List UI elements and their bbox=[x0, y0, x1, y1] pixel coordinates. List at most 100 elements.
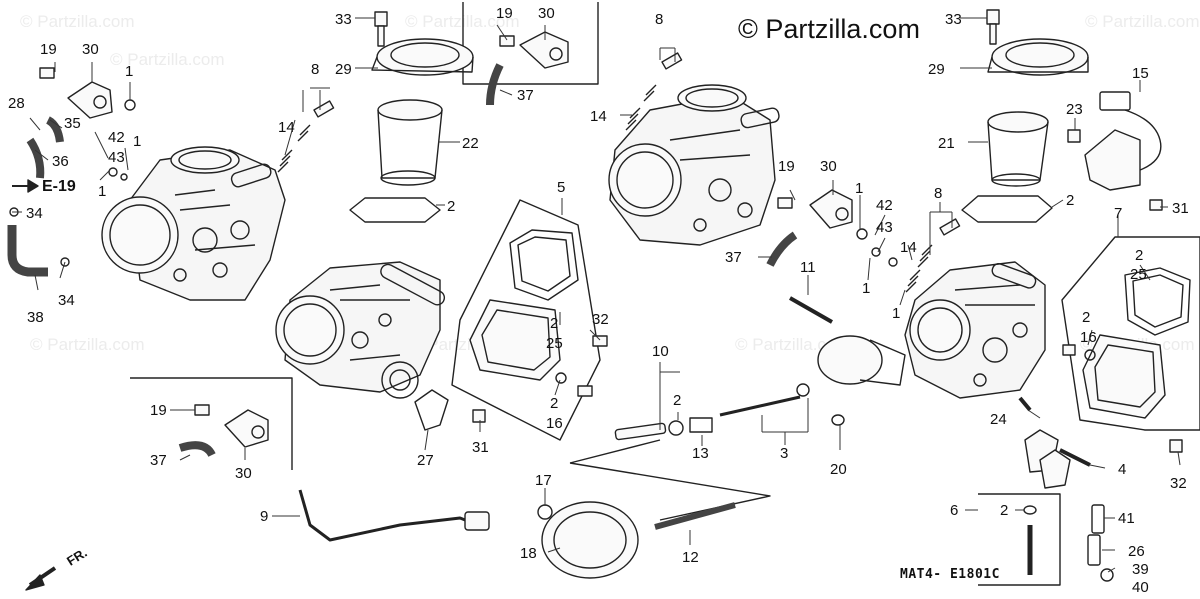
carburetor-center bbox=[275, 261, 446, 399]
float-chamber-right bbox=[1082, 334, 1166, 419]
springs-14 bbox=[277, 84, 933, 293]
front-arrowhead-icon bbox=[25, 574, 45, 591]
callout-37: 37 bbox=[725, 249, 742, 266]
callout-25: 25 bbox=[1130, 266, 1147, 283]
watermark-2: © Partzilla.com bbox=[110, 50, 225, 69]
small-bolts bbox=[39, 9, 1183, 453]
hose-35 bbox=[45, 116, 64, 143]
callout-34: 34 bbox=[58, 292, 75, 309]
carburetor-lower-right bbox=[904, 261, 1046, 399]
callout-28: 28 bbox=[8, 95, 25, 112]
callout-1: 1 bbox=[892, 305, 900, 322]
intake-band-29-left bbox=[371, 38, 474, 76]
callout-14: 14 bbox=[278, 119, 295, 136]
callout-15: 15 bbox=[1132, 65, 1149, 82]
spring-13 bbox=[689, 417, 713, 433]
callout-34: 34 bbox=[26, 205, 43, 222]
callout-19: 19 bbox=[150, 402, 167, 419]
callout-4: 4 bbox=[1118, 461, 1126, 478]
callout-39: 39 bbox=[1132, 561, 1149, 578]
callout-10: 10 bbox=[652, 343, 669, 360]
bracket-27 bbox=[414, 389, 449, 431]
callout-2: 2 bbox=[1066, 192, 1074, 209]
callout-14: 14 bbox=[900, 239, 917, 256]
float-chamber-gasket-25-right bbox=[1124, 267, 1191, 336]
callout-27: 27 bbox=[417, 452, 434, 469]
callout-38: 38 bbox=[27, 309, 44, 326]
hose-38 bbox=[7, 225, 48, 277]
callout-41: 41 bbox=[1118, 510, 1135, 527]
throttle-cable-9 bbox=[298, 489, 479, 542]
link-4-b bbox=[1039, 449, 1071, 489]
washer-40 bbox=[1100, 568, 1114, 582]
callout-25: 25 bbox=[546, 335, 563, 352]
jet-needle-3 bbox=[719, 395, 801, 417]
callout-8: 8 bbox=[655, 11, 663, 28]
watermark-3: © Partzilla.com bbox=[405, 12, 520, 31]
callout-2: 2 bbox=[447, 198, 455, 215]
leader-lines bbox=[12, 17, 1181, 573]
callout-36: 36 bbox=[52, 153, 69, 170]
cable-end-9 bbox=[464, 511, 490, 531]
sensor-15 bbox=[1084, 91, 1162, 191]
callout-31: 31 bbox=[1172, 200, 1189, 217]
small-orings bbox=[9, 99, 1096, 384]
funnel-21 bbox=[987, 111, 1049, 187]
callout-18: 18 bbox=[520, 545, 537, 562]
callout-43: 43 bbox=[876, 219, 893, 236]
gasket-2-right bbox=[961, 195, 1053, 223]
callout-19: 19 bbox=[40, 41, 57, 58]
callout-31: 31 bbox=[472, 439, 489, 456]
callout-8: 8 bbox=[311, 61, 319, 78]
intake-band-29-right bbox=[987, 38, 1089, 76]
callout-16: 16 bbox=[1080, 329, 1097, 346]
callout-22: 22 bbox=[462, 135, 479, 152]
callout-23: 23 bbox=[1066, 101, 1083, 118]
callout-1: 1 bbox=[855, 180, 863, 197]
diagram-code: MAT4- E1801C bbox=[900, 567, 1000, 582]
diaphragm-20 bbox=[817, 335, 906, 426]
callout-37: 37 bbox=[517, 87, 534, 104]
callout-1: 1 bbox=[98, 183, 106, 200]
gasket-2-left bbox=[349, 197, 441, 223]
funnel-22 bbox=[377, 99, 443, 186]
callout-42: 42 bbox=[108, 129, 125, 146]
callout-43: 43 bbox=[108, 149, 125, 166]
float-chamber-left bbox=[469, 299, 561, 381]
callout-30: 30 bbox=[235, 465, 252, 482]
solenoid-valve-30-b bbox=[519, 31, 569, 69]
callout-7: 7 bbox=[1114, 205, 1122, 222]
callout-2: 2 bbox=[1135, 247, 1143, 264]
carburetor-upper-left bbox=[101, 146, 286, 301]
watermark-1: © Partzilla.com bbox=[20, 12, 135, 31]
callout-8: 8 bbox=[934, 185, 942, 202]
screw-41 bbox=[1091, 504, 1105, 534]
solenoid-valve-30-c bbox=[224, 409, 269, 448]
callout-42: 42 bbox=[876, 197, 893, 214]
callout-1: 1 bbox=[133, 133, 141, 150]
callout-20: 20 bbox=[830, 461, 847, 478]
callout-5: 5 bbox=[557, 179, 565, 196]
callout-29-right: 29 bbox=[928, 61, 945, 78]
callout-16: 16 bbox=[546, 415, 563, 432]
watermark-4: © Partzilla.com bbox=[1085, 12, 1200, 31]
callout-1: 1 bbox=[862, 280, 870, 297]
callout-40: 40 bbox=[1132, 579, 1149, 596]
screw-17 bbox=[537, 504, 553, 520]
hose-37-b bbox=[178, 441, 216, 458]
hose-37-c bbox=[766, 231, 798, 267]
screw-26 bbox=[1087, 534, 1101, 566]
callout-2: 2 bbox=[1000, 502, 1008, 519]
callout-24: 24 bbox=[990, 411, 1007, 428]
callout-2: 2 bbox=[550, 315, 558, 332]
callout-6: 6 bbox=[950, 502, 958, 519]
callout-33-left: 33 bbox=[335, 11, 352, 28]
callout-2: 2 bbox=[550, 395, 558, 412]
chamber-cover-18 bbox=[541, 501, 639, 579]
carburetor-upper-right bbox=[608, 84, 780, 246]
callout-1: 1 bbox=[125, 63, 133, 80]
e19-arrowhead-icon bbox=[27, 179, 39, 193]
hose-37-a bbox=[486, 63, 504, 106]
solenoid-valve-30-d bbox=[809, 189, 853, 229]
frame-group-7 bbox=[1061, 236, 1200, 431]
